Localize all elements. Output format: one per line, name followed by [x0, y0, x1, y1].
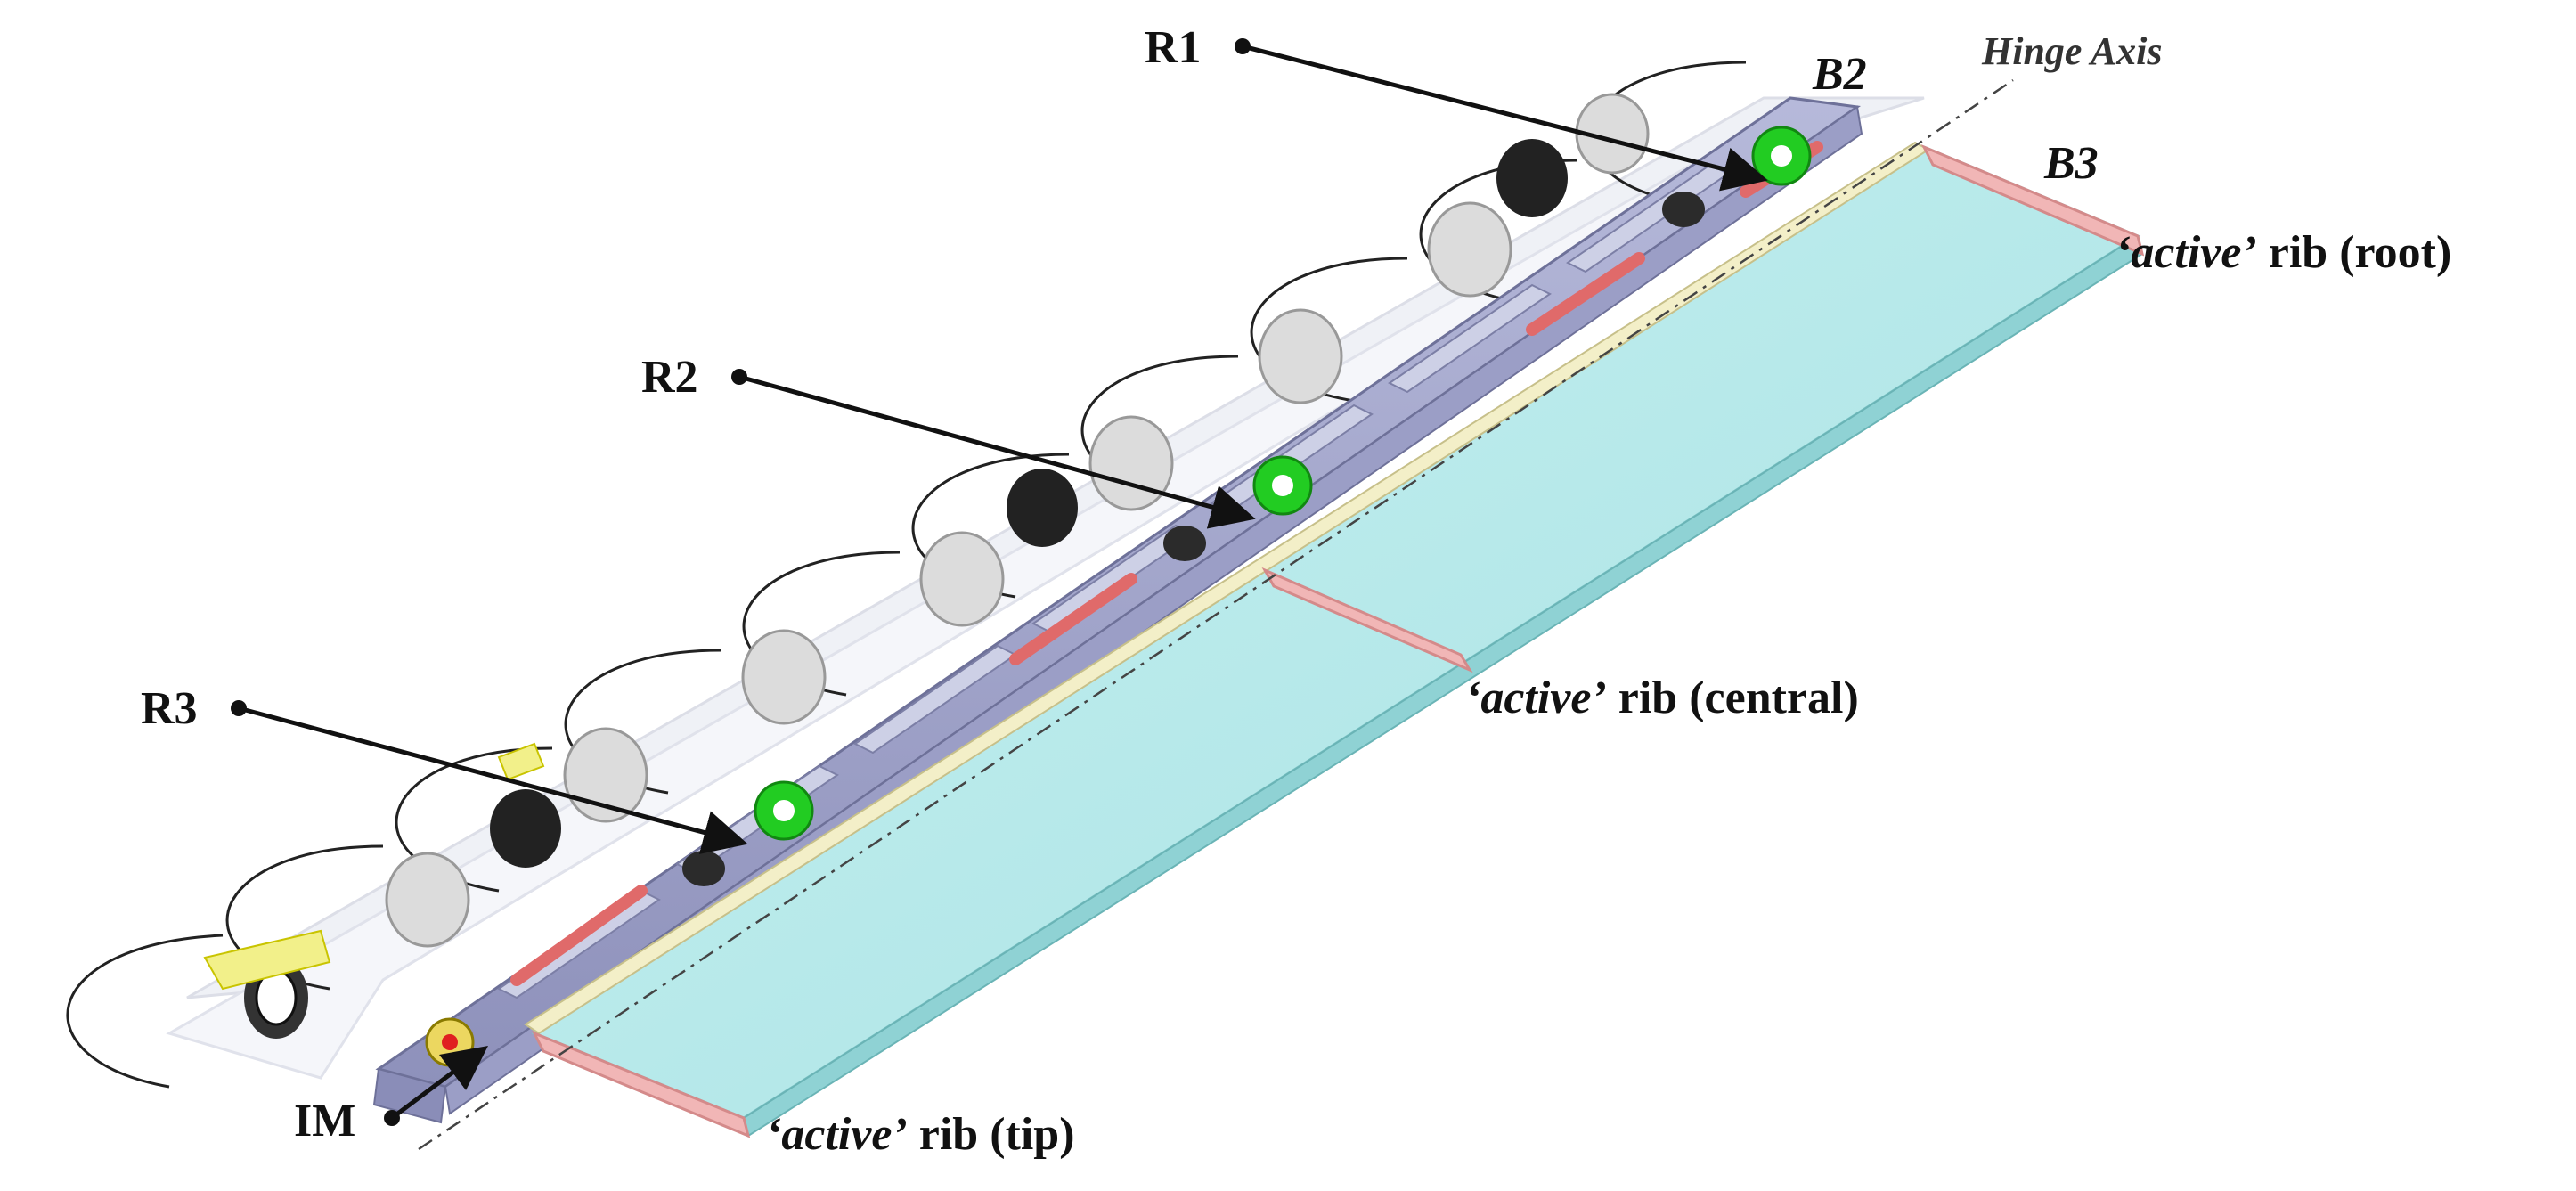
rib-central-text: rib (central) — [1607, 673, 1859, 723]
gear-r1-icon — [1751, 126, 1812, 186]
label-active-rib-root: ‘active’ rib (root) — [2115, 227, 2451, 278]
actuator-drums — [244, 93, 1650, 1039]
label-hinge-axis: Hinge Axis — [1981, 29, 2163, 73]
label-b2: B2 — [1812, 49, 1867, 100]
r1-leader — [1242, 44, 1768, 192]
rib-root-text: rib (root) — [2257, 227, 2452, 278]
r2-leader — [738, 374, 1256, 529]
spar — [372, 96, 1863, 1124]
label-r1: R1 — [1145, 22, 1202, 73]
spar-hubs — [682, 192, 1705, 886]
label-active-rib-tip: ‘active’ rib (tip) — [766, 1109, 1075, 1160]
active-word-root: ‘active’ — [2115, 227, 2257, 278]
active-word-central: ‘active’ — [1465, 673, 1607, 723]
label-active-rib-central: ‘active’ rib (central) — [1465, 673, 1859, 723]
rib-tip-text: rib (tip) — [908, 1109, 1075, 1160]
tip-accent — [203, 742, 545, 991]
gear-r2-icon — [1252, 455, 1313, 516]
hinge-axis-line — [418, 78, 2014, 1151]
gear-r3-icon — [754, 780, 814, 841]
label-r2: R2 — [641, 352, 698, 403]
active-word-tip: ‘active’ — [766, 1109, 908, 1160]
label-b3: B3 — [2043, 138, 2099, 189]
im-leader — [390, 1046, 488, 1120]
rib-tip — [531, 1031, 751, 1138]
rib-central — [1261, 567, 1473, 673]
leader-dots — [231, 38, 1251, 1126]
flap-panel — [524, 141, 2144, 1138]
rib-root — [1920, 144, 2145, 257]
r3-leader — [238, 706, 748, 854]
label-im: IM — [294, 1096, 355, 1146]
gear-im-icon — [425, 1017, 475, 1067]
leader-lines — [238, 44, 1768, 1120]
label-r3: R3 — [141, 683, 198, 734]
active-ribs — [531, 144, 2145, 1138]
